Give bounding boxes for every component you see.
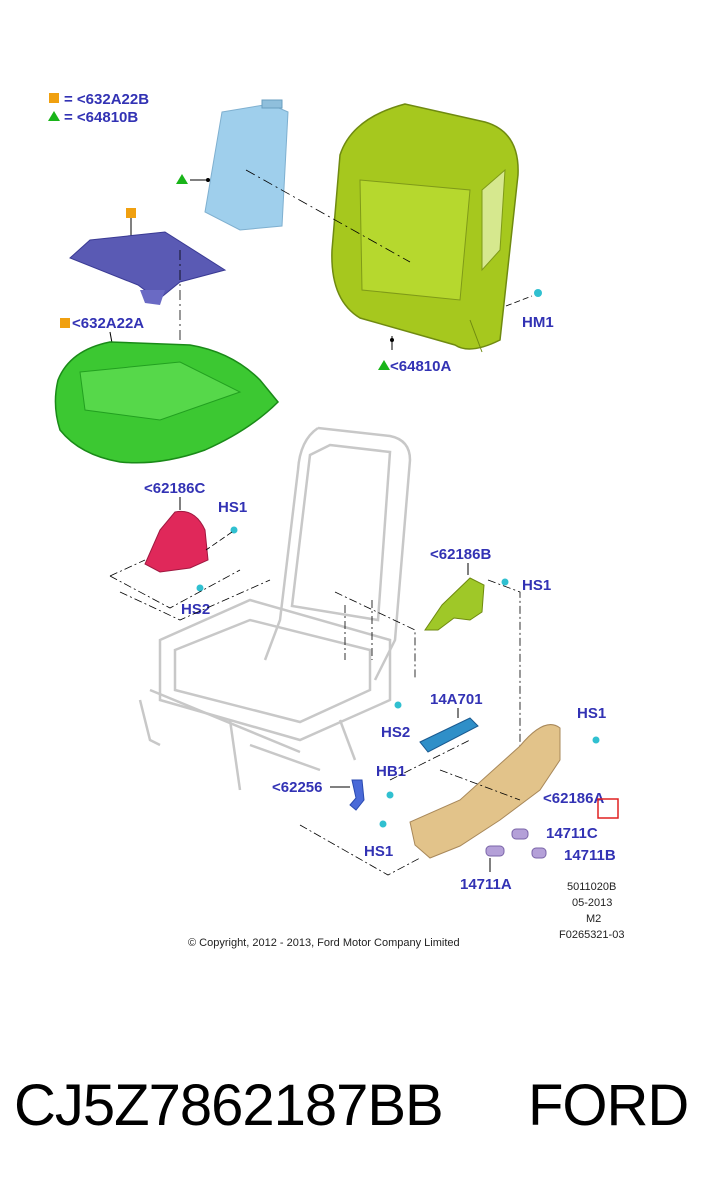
seat-control-module — [419, 717, 479, 753]
seat-side-shield-b — [424, 577, 485, 631]
callout-14711a: 14711A — [460, 876, 512, 893]
callout-62186b: <62186B — [430, 546, 491, 563]
callout-hs2-mid: HS2 — [381, 724, 410, 741]
callout-62256: <62256 — [272, 779, 322, 796]
leader-lines-lower — [299, 739, 521, 876]
callout-hs1-top: HS1 — [218, 499, 247, 516]
legend: = <632A22B = <64810B — [48, 91, 149, 126]
seat-back-insulator — [176, 99, 289, 231]
seat-bracket — [349, 779, 365, 811]
legend-square-icon — [49, 93, 59, 103]
ref-code-4: F0265321-03 — [559, 929, 624, 941]
callout-632a22a: <632A22A — [72, 315, 144, 332]
square-marker-icon — [126, 208, 136, 218]
callout-hb1: HB1 — [376, 763, 406, 780]
callout-14711c: 14711C — [546, 825, 598, 842]
callout-62186a: <62186A — [543, 790, 604, 807]
seat-back-pad — [331, 103, 519, 353]
seat-frame — [138, 426, 412, 791]
highlight-box — [597, 798, 619, 819]
seat-outer-trim-a — [409, 724, 561, 859]
callout-hs1-lower: HS1 — [577, 705, 606, 722]
handle-14711b — [531, 847, 547, 859]
callout-hm1: HM1 — [522, 314, 554, 331]
callout-hs1-bottom: HS1 — [364, 843, 393, 860]
square-marker-icon — [60, 318, 70, 328]
triangle-marker-icon — [176, 174, 188, 184]
leader-lines-right — [334, 579, 521, 790]
legend-item-triangle-label: = <64810B — [64, 109, 138, 126]
seat-side-shield-c — [144, 510, 209, 573]
ref-code-2: 05-2013 — [572, 897, 612, 909]
legend-triangle-icon — [48, 111, 60, 121]
seat-exploded-diagram: = <632A22B = <64810B HM1 <64810A <632A22… — [48, 91, 624, 949]
leader-lines-left — [109, 559, 271, 621]
seat-cushion-pad — [54, 341, 280, 464]
legend-item-square-label: = <632A22B — [64, 91, 149, 108]
callout-hs1-right: HS1 — [522, 577, 551, 594]
handle-14711a — [485, 845, 505, 857]
callout-14711b: 14711B — [564, 847, 616, 864]
copyright: © Copyright, 2012 - 2013, Ford Motor Com… — [188, 937, 460, 949]
hm1-fastener — [505, 289, 542, 307]
part-number: CJ5Z7862187BB — [14, 1073, 444, 1138]
callout-14a701: 14A701 — [430, 691, 483, 708]
ref-code-3: M2 — [586, 913, 601, 925]
triangle-marker-icon — [378, 360, 390, 370]
footer: CJ5Z7862187BB FORD — [0, 1000, 708, 1200]
callout-hs2-left: HS2 — [181, 601, 210, 618]
callout-62186c: <62186C — [144, 480, 205, 497]
callout-64810a: <64810A — [390, 358, 451, 375]
seat-cushion-heater-mat — [69, 231, 227, 305]
brand-name: FORD — [528, 1073, 689, 1138]
ref-code-1: 5011020B — [567, 881, 616, 893]
handle-14711c — [511, 828, 529, 840]
